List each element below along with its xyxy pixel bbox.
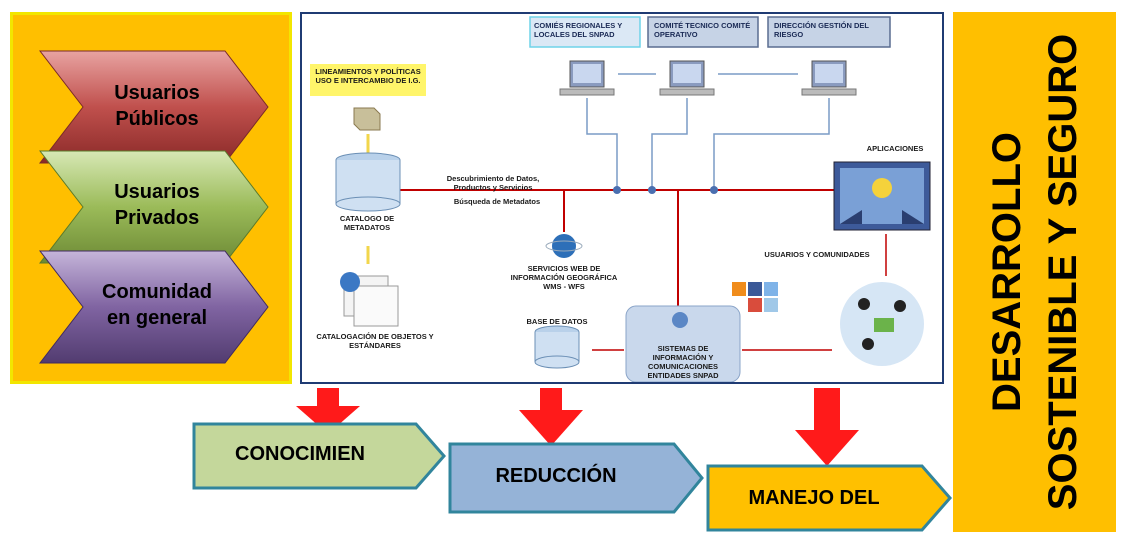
manejo-label: MANEJO DEL	[748, 487, 880, 509]
diagram-graphics	[310, 16, 931, 382]
sistemas-label: SISTEMAS DE INFORMACIÓN Y COMUNICACIONES…	[647, 344, 719, 380]
catalog-documents-icon	[340, 272, 399, 327]
social-media-icons	[732, 282, 778, 312]
down-arrow-1	[296, 388, 360, 434]
usuarios-privados-label: Usuarios Privados	[114, 181, 200, 229]
book-icon	[353, 107, 381, 131]
computer-icon-3	[801, 60, 857, 96]
busqueda-label: Búsqueda de Metadatos	[453, 197, 541, 206]
user-types-panel: Usuarios Públicos Usuarios Privados Comu…	[10, 12, 292, 384]
usuarios-comunidades-label: USUARIOS Y COMUNIDADES	[764, 250, 870, 259]
lineamientos-label: LINEAMIENTOS Y POLÍTICAS USO E INTERCAMB…	[315, 67, 421, 85]
computer-icon-2	[659, 60, 715, 96]
direccion-box	[767, 16, 891, 48]
sdi-architecture-diagram: COMIÉS REGIONALES Y LOCALES DEL SNPAD CO…	[300, 12, 944, 384]
servicios-web-label: SERVICIOS WEB DE INFORMACIÓN GEOGRÁFICA …	[510, 264, 618, 291]
usuarios-publicos-label: Usuarios Públicos	[114, 82, 200, 130]
title-line-2: SOSTENIBLE Y SEGURO	[1040, 33, 1085, 511]
manejo-arrow	[706, 464, 952, 532]
direccion-label: DIRECCIÓN GESTIÓN DEL RIESGO	[774, 21, 869, 39]
lineamientos-box	[310, 64, 426, 96]
applications-icon	[833, 161, 931, 231]
web-services-globe-icon	[545, 234, 583, 258]
metadata-catalog-icon	[335, 152, 401, 212]
conocimiento-arrow	[192, 422, 446, 490]
reduccion-arrow	[448, 442, 704, 514]
comite-tecnico-label: COMITÉ TECNICO COMITÉ OPERATIVO	[654, 21, 751, 39]
title-line-1: DESARROLLO	[984, 132, 1029, 412]
catalogo-metadatos-label: CATALOGO DE METADATOS	[339, 214, 395, 232]
reduccion-label: REDUCCIÓN	[495, 465, 617, 487]
base-datos-label: BASE DE DATOS	[526, 317, 588, 326]
computer-icon-1	[559, 60, 615, 96]
conocimiento-label: CONOCIMIEN	[235, 443, 365, 465]
sustainable-development-title: DESARROLLO SOSTENIBLE Y SEGURO	[979, 34, 1091, 510]
comunidad-label: Comunidad en general	[102, 281, 212, 329]
users-community-icon	[840, 282, 924, 366]
sustainable-development-panel: DESARROLLO SOSTENIBLE Y SEGURO	[953, 12, 1116, 532]
comunidad-arrow	[38, 250, 269, 364]
down-arrow-3	[795, 388, 859, 466]
user-types-arrows	[38, 50, 269, 364]
comites-label: COMIÉS REGIONALES Y LOCALES DEL SNPAD	[534, 21, 623, 39]
down-arrow-2	[519, 388, 583, 446]
comites-box	[529, 16, 641, 48]
database-icon	[534, 325, 580, 369]
descubrimiento-label: Descubrimiento de Datos, Productos y Ser…	[446, 174, 540, 192]
catalogacion-label: CATALOGACIÓN DE OBJETOS Y ESTÁNDARES	[316, 332, 434, 350]
sistemas-box	[625, 305, 741, 382]
aplicaciones-label: APLICACIONES	[866, 144, 924, 153]
comite-tecnico-box	[647, 16, 759, 48]
